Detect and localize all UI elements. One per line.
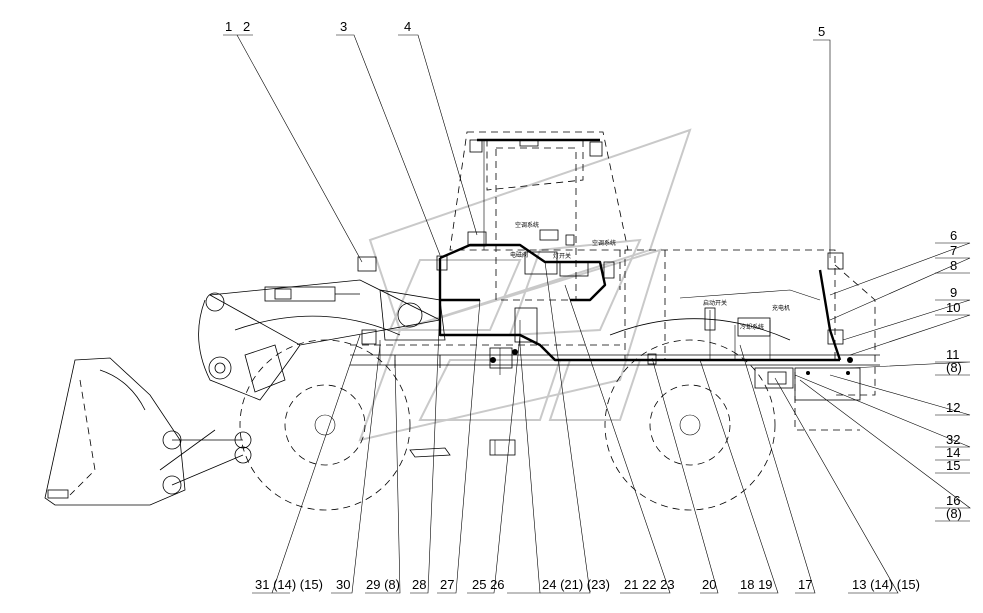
callout-27: 27 xyxy=(440,577,454,592)
callout-11-ref: (8) xyxy=(946,360,962,375)
component-labels: 空调系统 电磁阀 灯开关 启动开关 冷却系统 空调系统 充电机 xyxy=(510,221,790,331)
headlamp xyxy=(467,231,487,247)
callout-10: 10 xyxy=(946,300,960,315)
label-light-switch: 灯开关 xyxy=(553,252,571,260)
callout-25-26: 25 26 xyxy=(472,577,505,592)
callout-3: 3 xyxy=(340,19,347,34)
callout-6: 6 xyxy=(950,228,957,243)
components xyxy=(357,139,853,385)
callouts-right: 6 7 8 9 10 11 (8) 12 32 14 15 16 (8) xyxy=(946,228,962,521)
callout-4: 4 xyxy=(404,19,411,34)
rear-lamp-right xyxy=(827,252,844,270)
label-start-switch: 启动开关 xyxy=(703,299,727,307)
callout-16: 16 xyxy=(946,493,960,508)
callout-12: 12 xyxy=(946,400,960,415)
callout-18-19: 18 19 xyxy=(740,577,773,592)
callout-28: 28 xyxy=(412,577,426,592)
label-air-conditioning: 空调系统 xyxy=(515,221,539,229)
callout-14: 14 xyxy=(946,445,960,460)
loader-outline xyxy=(44,131,880,511)
starter-switch-box xyxy=(737,317,771,337)
callout-31: 31 (14) (15) xyxy=(255,577,323,592)
callout-32: 32 xyxy=(946,432,960,447)
callouts-bottom: 31 (14) (15) 30 29 (8) 28 27 25 26 24 (2… xyxy=(255,577,920,592)
label-air-conditioning-2: 空调系统 xyxy=(592,239,616,247)
label-solenoid: 电磁阀 xyxy=(510,251,528,259)
wiring-harness xyxy=(379,138,842,455)
label-charger: 充电机 xyxy=(772,304,790,312)
callout-24: 24 (21) (23) xyxy=(542,577,610,592)
callout-15: 15 xyxy=(946,458,960,473)
callout-11: 11 xyxy=(946,347,960,362)
callouts-top: 1 2 3 4 5 xyxy=(225,19,825,39)
rear-lamp-left xyxy=(357,256,377,272)
callout-9: 9 xyxy=(950,285,957,300)
callout-13: 13 (14) (15) xyxy=(852,577,920,592)
callout-21-22-23: 21 22 23 xyxy=(624,577,675,592)
callout-20: 20 xyxy=(702,577,716,592)
callout-5: 5 xyxy=(818,24,825,39)
callout-17: 17 xyxy=(798,577,812,592)
callout-16-ref: (8) xyxy=(946,506,962,521)
callout-30: 30 xyxy=(336,577,350,592)
callout-8: 8 xyxy=(950,258,957,273)
leader-lines xyxy=(223,34,971,594)
callout-7: 7 xyxy=(950,243,957,258)
label-cooling: 冷却系统 xyxy=(740,323,764,331)
callout-1: 1 xyxy=(225,19,232,34)
fuse-box xyxy=(524,251,558,275)
relay-block xyxy=(514,307,538,343)
callout-29: 29 (8) xyxy=(366,577,400,592)
callout-2: 2 xyxy=(243,19,250,34)
